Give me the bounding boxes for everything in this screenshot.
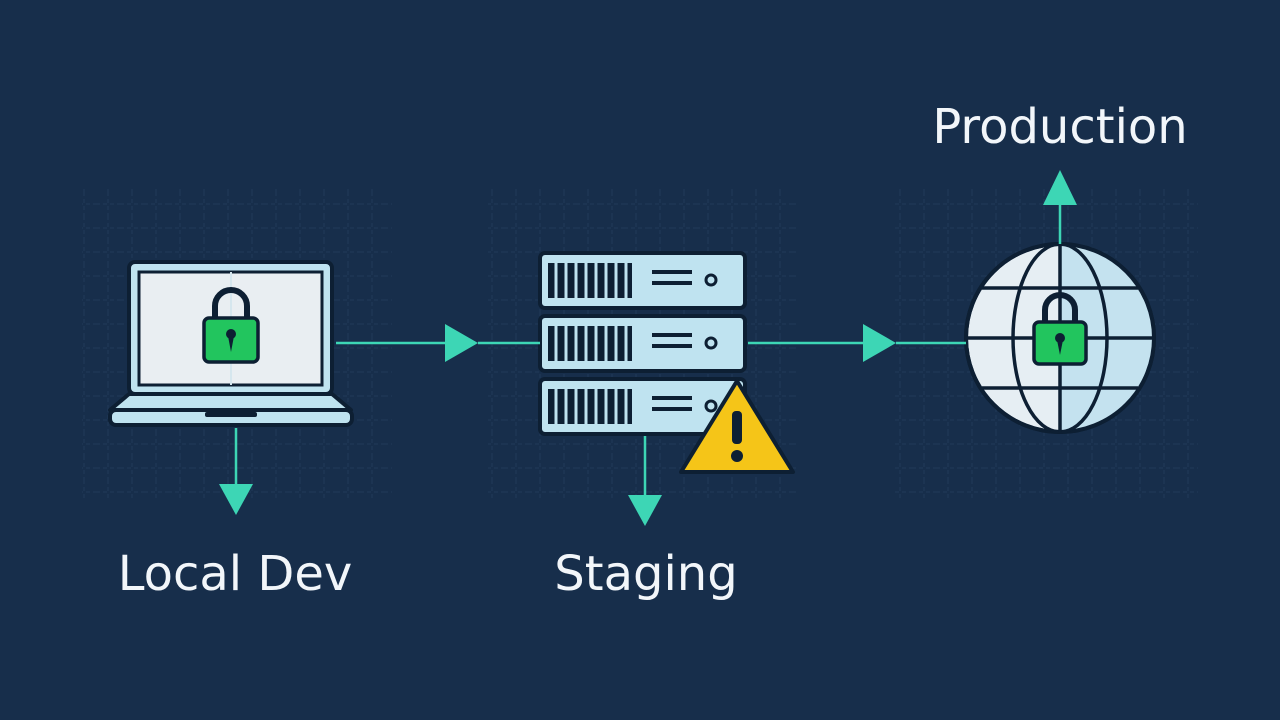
warning-icon [679,379,795,474]
stage-label-local-dev: Local Dev [118,546,353,602]
lock-icon [1032,292,1088,366]
globe-lock-icon [964,242,1156,434]
lock-icon [202,287,260,364]
laptop-lock-icon [108,260,354,427]
arrow-staging-to-production [748,324,966,362]
arrow-local-down [219,428,253,515]
arrow-production-up [1043,170,1077,244]
arrow-staging-down [628,436,662,526]
server-rack-icon [538,251,747,436]
stage-label-production: Production [932,99,1187,155]
stage-label-staging: Staging [554,546,737,602]
arrow-local-to-staging [336,324,540,362]
